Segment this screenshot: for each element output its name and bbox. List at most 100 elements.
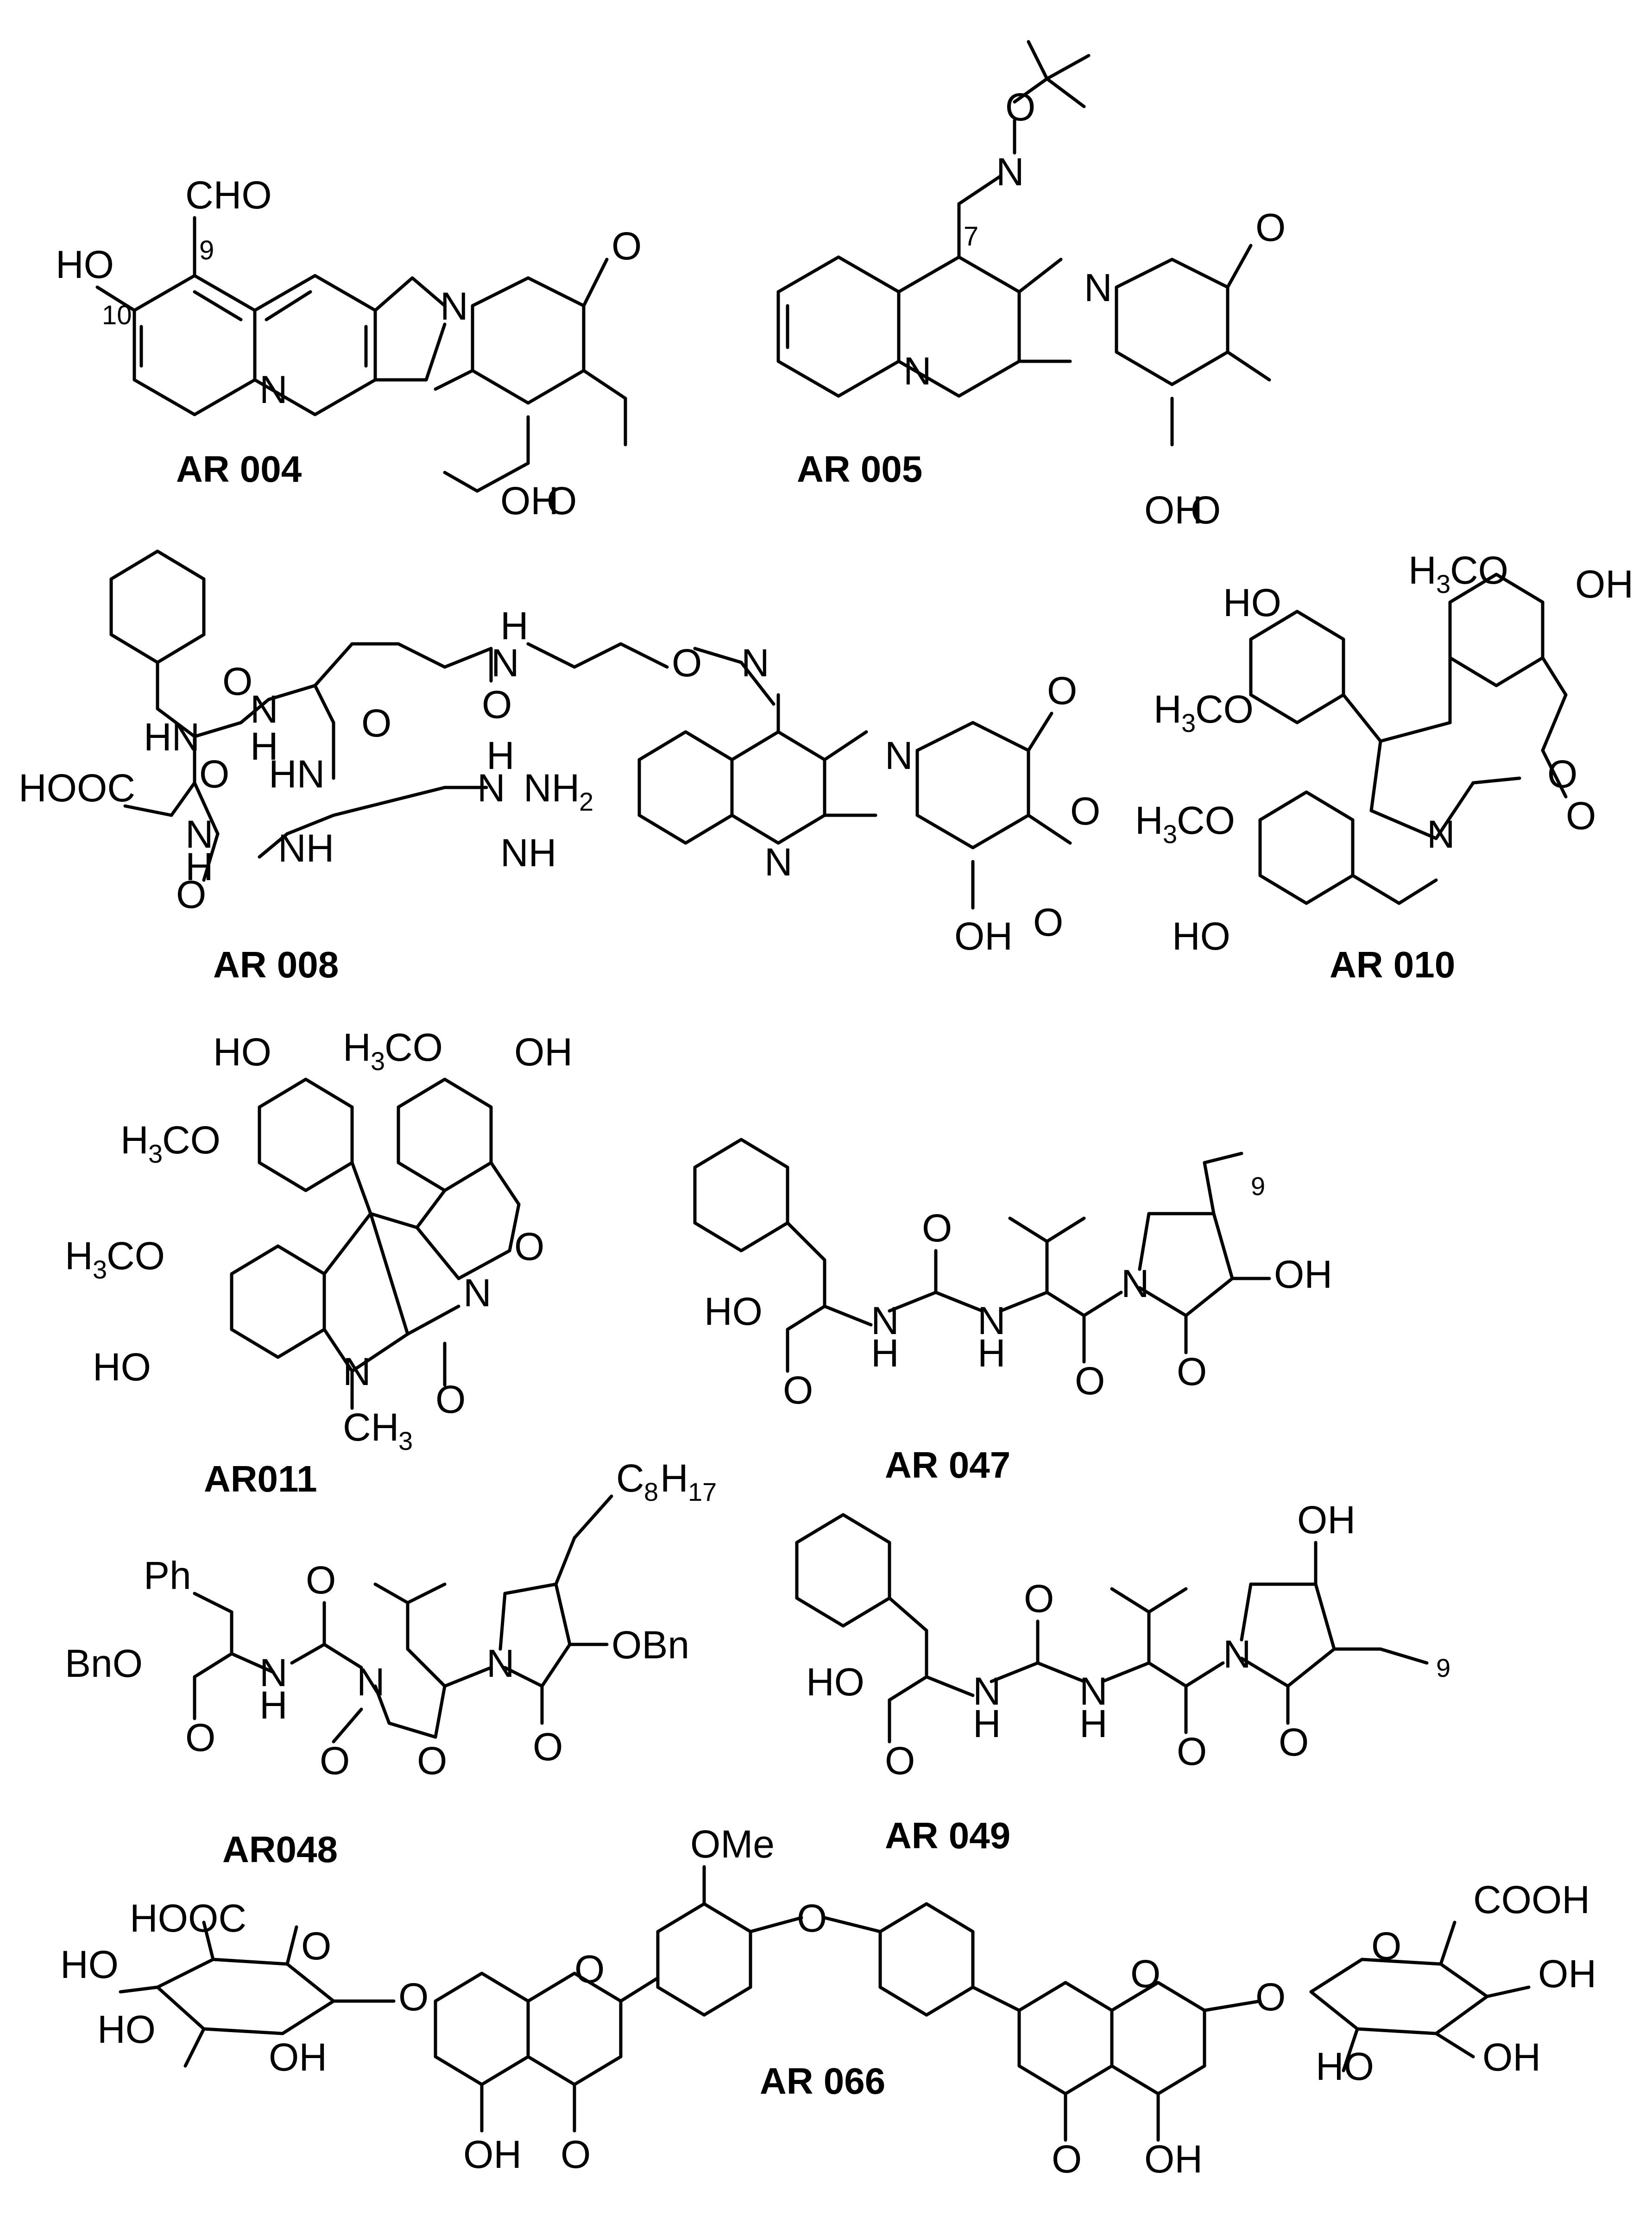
structure-ar008: H N O N O O N H O HN HN HOOC O N H NH O … — [19, 549, 1100, 985]
atom-subscript: 3 — [371, 1046, 385, 1076]
atom-label: OH — [1274, 1253, 1332, 1296]
atom-label: N — [259, 1651, 288, 1694]
atom-label: H — [660, 1456, 688, 1500]
atom-label: HO — [213, 1030, 271, 1074]
compound-caption: AR 066 — [760, 2060, 885, 2102]
atom-label: O — [783, 1368, 813, 1412]
atom-label: N — [977, 1299, 1006, 1342]
atom-label: N — [185, 812, 214, 856]
atom-label: O — [176, 873, 206, 916]
atom-label: CH — [343, 1405, 399, 1449]
atom-label: N — [440, 284, 468, 328]
atom-label: O — [301, 1924, 331, 1968]
atom-label: N — [741, 641, 769, 685]
compound-caption: AR 047 — [885, 1444, 1010, 1486]
atom-label: CO — [385, 1026, 443, 1069]
atom-label: O — [514, 1225, 544, 1268]
atom-label: H — [120, 1118, 149, 1162]
atom-label: NH — [278, 826, 334, 870]
atom-label: O — [612, 224, 642, 268]
locant-label: 9 — [199, 235, 214, 265]
atom-label: HO — [806, 1660, 864, 1704]
atom-subscript: 3 — [1181, 708, 1196, 737]
atom-label: O — [320, 1739, 350, 1782]
atom-subscript: 3 — [93, 1255, 107, 1284]
atom-label: OH — [1575, 562, 1633, 606]
atom-label: OBn — [612, 1623, 689, 1667]
atom-label: H — [977, 1331, 1006, 1375]
atom-subscript: 9 — [1436, 1653, 1450, 1682]
atom-label: N — [1223, 1632, 1251, 1676]
atom-label: CO — [107, 1234, 165, 1278]
atom-label: HO — [1172, 914, 1230, 958]
atom-label: O — [797, 1896, 827, 1940]
atom-label: H — [871, 1331, 899, 1375]
atom-label: OH — [463, 2133, 522, 2176]
atom-label: N — [1427, 812, 1455, 856]
atom-label: O — [1033, 900, 1063, 944]
atom-label: H — [185, 845, 214, 888]
atom-label: H — [500, 604, 529, 648]
atom-label: OH — [954, 914, 1013, 958]
atom-label: O — [398, 1975, 429, 2019]
structure-ar049: HO O N H O N H O N O OH 9 AR 049 — [795, 1498, 1450, 1856]
atom-label: N — [259, 368, 288, 411]
atom-label: NH — [523, 766, 580, 810]
atom-label: O — [672, 641, 702, 685]
atom-label: O — [1070, 789, 1100, 833]
atom-label: CO — [1177, 799, 1235, 842]
atom-label: O — [1547, 752, 1577, 796]
atom-label: H — [250, 724, 278, 768]
locant-label: 10 — [102, 300, 132, 330]
atom-label: CO — [162, 1118, 221, 1162]
atom-label: N — [996, 150, 1024, 194]
atom-label: HN — [269, 752, 325, 796]
atom-label: N — [871, 1299, 899, 1342]
atom-label: O — [199, 752, 229, 796]
atom-subscript: 2 — [579, 787, 593, 816]
structure-ar047: HO O N H O N H O N O OH 9 AR 047 — [693, 1138, 1332, 1486]
atom-label: HOOC — [130, 1896, 246, 1940]
atom-label: O — [1255, 206, 1286, 249]
atom-label: O — [1024, 1577, 1054, 1620]
atom-label: OMe — [690, 1822, 775, 1866]
atom-label: CO — [1195, 687, 1254, 731]
atom-label: N — [885, 734, 913, 777]
atom-label: N — [343, 1350, 371, 1393]
atom-label: O — [222, 660, 252, 703]
atom-label: BnO — [65, 1642, 143, 1685]
atom-label: O — [435, 1378, 466, 1421]
atom-subscript: 17 — [688, 1477, 717, 1506]
compound-caption: AR 005 — [797, 448, 922, 490]
atom-label: OH — [1538, 1952, 1596, 1996]
atom-label: H — [65, 1234, 93, 1278]
atom-label: N — [486, 1642, 515, 1685]
atom-label: HOOC — [19, 766, 135, 810]
atom-label: Ph — [144, 1554, 191, 1597]
atom-label: O — [361, 701, 391, 745]
atom-label: HO — [704, 1290, 763, 1333]
compound-caption: AR 004 — [176, 448, 302, 490]
atom-label: H — [343, 1026, 371, 1069]
atom-label: N — [973, 1669, 1001, 1713]
atom-label: O — [1177, 1350, 1207, 1393]
atom-label: HO — [1223, 581, 1281, 624]
atom-label: N — [357, 1660, 385, 1704]
atom-label: N — [463, 1271, 492, 1315]
atom-label: O — [574, 1947, 605, 1991]
atom-label: N — [1079, 1669, 1108, 1713]
atom-label: O — [1279, 1720, 1309, 1764]
atom-label: O — [482, 683, 512, 726]
atom-label: O — [306, 1558, 336, 1602]
atom-label: O — [1052, 2137, 1082, 2181]
atom-label: CO — [1450, 548, 1508, 592]
compound-caption: AR011 — [204, 1458, 317, 1499]
atom-label: N — [1121, 1262, 1149, 1305]
atom-label: HN — [144, 715, 200, 759]
atom-label: CHO — [185, 173, 272, 217]
atom-label: NH — [500, 831, 556, 875]
atom-label: HO — [97, 2008, 156, 2051]
atom-label: N — [477, 766, 505, 810]
atom-label: O — [185, 1716, 215, 1759]
